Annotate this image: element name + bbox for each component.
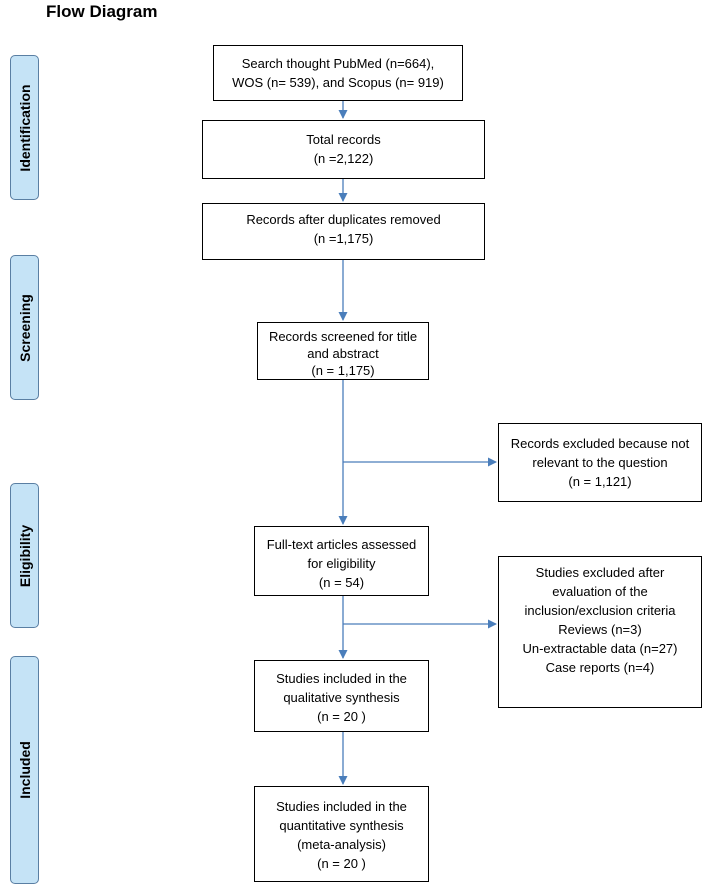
box-quantitative: Studies included in the quantitative syn… xyxy=(254,786,429,882)
box-quantitative-line-2: quantitative synthesis xyxy=(279,818,404,833)
box-fulltext: Full-text articles assessed for eligibil… xyxy=(254,526,429,596)
box-total-line-2: (n =2,122) xyxy=(313,151,374,166)
box-quantitative-line-1: Studies included in the xyxy=(276,799,407,814)
box-search-line-2: WOS (n= 539), and Scopus (n= 919) xyxy=(232,75,444,90)
box-total-line-1: Total records xyxy=(306,132,381,147)
box-fulltext-line-3: (n = 54) xyxy=(318,575,365,590)
box-quantitative-line-3: (meta-analysis) xyxy=(297,837,386,852)
box-excluded-relevance-line-2: relevant to the question xyxy=(532,455,668,470)
box-excluded-criteria-line-1: Studies excluded after xyxy=(535,565,665,580)
box-qualitative-line-1: Studies included in the xyxy=(276,671,407,686)
box-screened-line-3: (n = 1,175) xyxy=(311,363,375,378)
phase-included: Included xyxy=(10,656,39,884)
phase-eligibility: Eligibility xyxy=(10,483,39,628)
box-qualitative-line-2: qualitative synthesis xyxy=(283,690,400,705)
box-screened-line-1: Records screened for title xyxy=(268,329,418,344)
box-search: Search thought PubMed (n=664), WOS (n= 5… xyxy=(213,45,463,101)
box-quantitative-line-4: (n = 20 ) xyxy=(317,856,366,871)
box-excluded-criteria-line-2: evaluation of the xyxy=(552,584,648,599)
box-dedup-line-2: (n =1,175) xyxy=(313,231,374,246)
box-excluded-criteria-line-6: Case reports (n=4) xyxy=(545,660,655,675)
box-excluded-relevance-line-3: (n = 1,121) xyxy=(568,474,632,489)
box-dedup-line-1: Records after duplicates removed xyxy=(246,212,441,227)
box-screened: Records screened for title and abstract … xyxy=(257,322,429,380)
box-total-records: Total records (n =2,122) xyxy=(202,120,485,179)
box-excluded-criteria-line-3: inclusion/exclusion criteria xyxy=(524,603,676,618)
diagram-title: Flow Diagram xyxy=(46,2,158,21)
box-screened-line-2: and abstract xyxy=(307,346,379,361)
box-dedup: Records after duplicates removed (n =1,1… xyxy=(202,203,485,260)
phase-identification: Identification xyxy=(10,55,39,200)
box-excluded-relevance-line-1: Records excluded because not xyxy=(510,436,690,451)
phase-screening: Screening xyxy=(10,255,39,400)
box-excluded-criteria-line-4: Reviews (n=3) xyxy=(558,622,642,637)
box-qualitative-line-3: (n = 20 ) xyxy=(317,709,366,724)
box-excluded-criteria: Studies excluded after evaluation of the… xyxy=(498,556,702,708)
box-excluded-criteria-line-5: Un-extractable data (n=27) xyxy=(522,641,678,656)
box-qualitative: Studies included in the qualitative synt… xyxy=(254,660,429,732)
box-search-line-1: Search thought PubMed (n=664), xyxy=(241,56,435,71)
box-fulltext-line-1: Full-text articles assessed xyxy=(266,537,417,552)
box-excluded-relevance: Records excluded because not relevant to… xyxy=(498,423,702,502)
box-fulltext-line-2: for eligibility xyxy=(307,556,376,571)
